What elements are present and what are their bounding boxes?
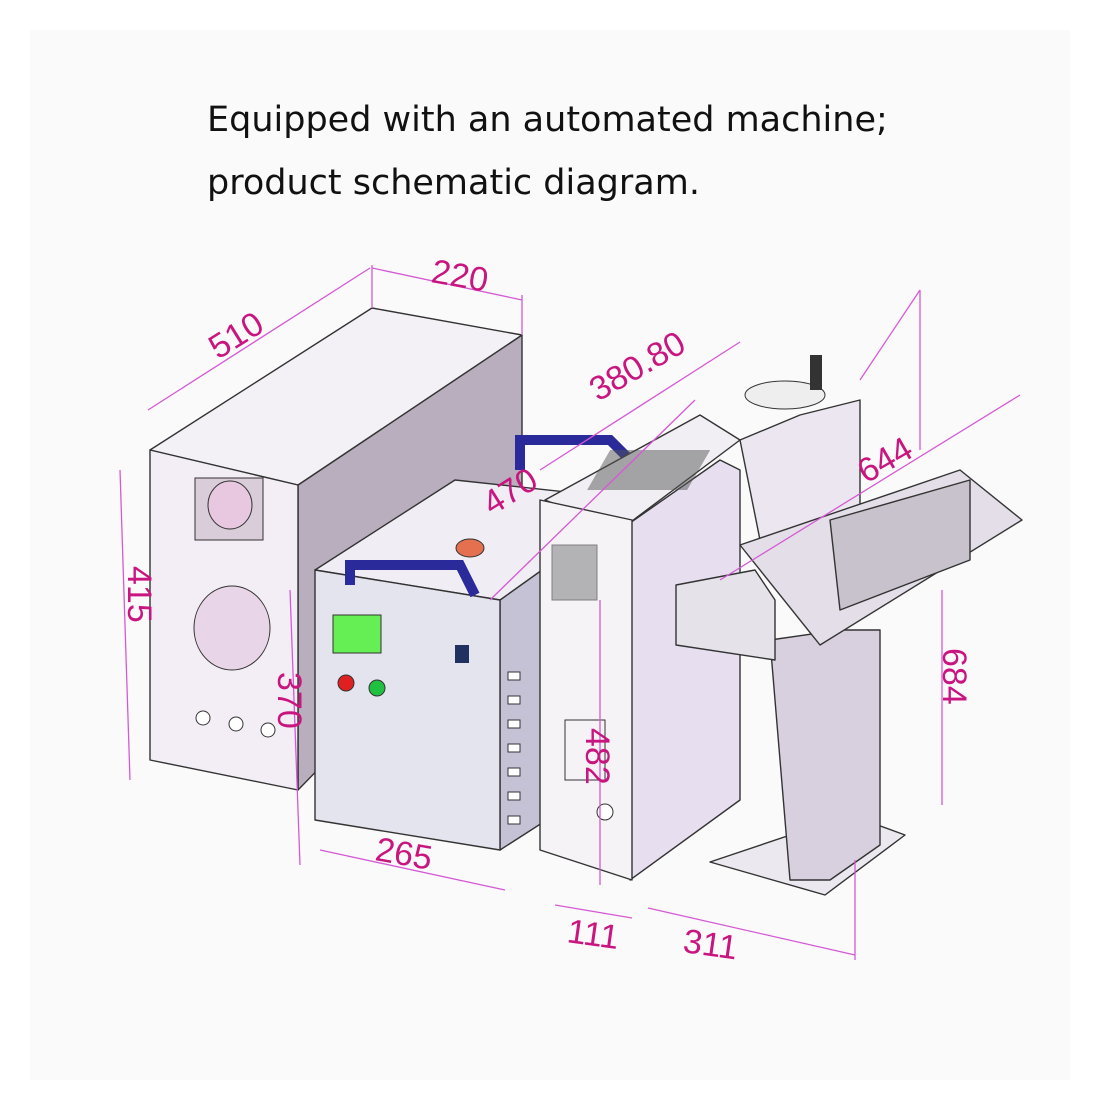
handwheel-knob bbox=[810, 355, 822, 390]
fill-cap bbox=[455, 538, 485, 558]
caption-line-2: product schematic diagram. bbox=[207, 163, 700, 203]
display-screen bbox=[332, 614, 382, 654]
dimension-lines bbox=[119, 265, 1021, 960]
power-switch bbox=[455, 645, 469, 663]
handwheel bbox=[744, 380, 826, 410]
dim-marking-head-depth: 644 bbox=[851, 430, 919, 491]
dim-cabinet-depth: 510 bbox=[202, 304, 270, 366]
dim-laser-source-width: 111 bbox=[565, 912, 621, 957]
red-indicator bbox=[337, 674, 355, 692]
dim-marking-base-width: 311 bbox=[681, 922, 740, 967]
chiller-handle-front bbox=[345, 560, 480, 598]
caption-line-1: Equipped with an automated machine; bbox=[207, 100, 888, 140]
dim-laser-source-depth: 380.80 bbox=[583, 324, 692, 409]
dim-laser-source-height: 482 bbox=[578, 728, 616, 785]
dim-cabinet-height: 415 bbox=[120, 566, 158, 623]
dim-chiller-height: 370 bbox=[270, 672, 308, 729]
marking-machine bbox=[675, 355, 1023, 896]
dim-marking-column-height: 684 bbox=[935, 648, 973, 705]
green-indicator bbox=[368, 679, 386, 697]
vent-grille bbox=[551, 544, 598, 601]
laser-source bbox=[539, 414, 741, 881]
dim-cabinet-width: 220 bbox=[429, 252, 491, 299]
